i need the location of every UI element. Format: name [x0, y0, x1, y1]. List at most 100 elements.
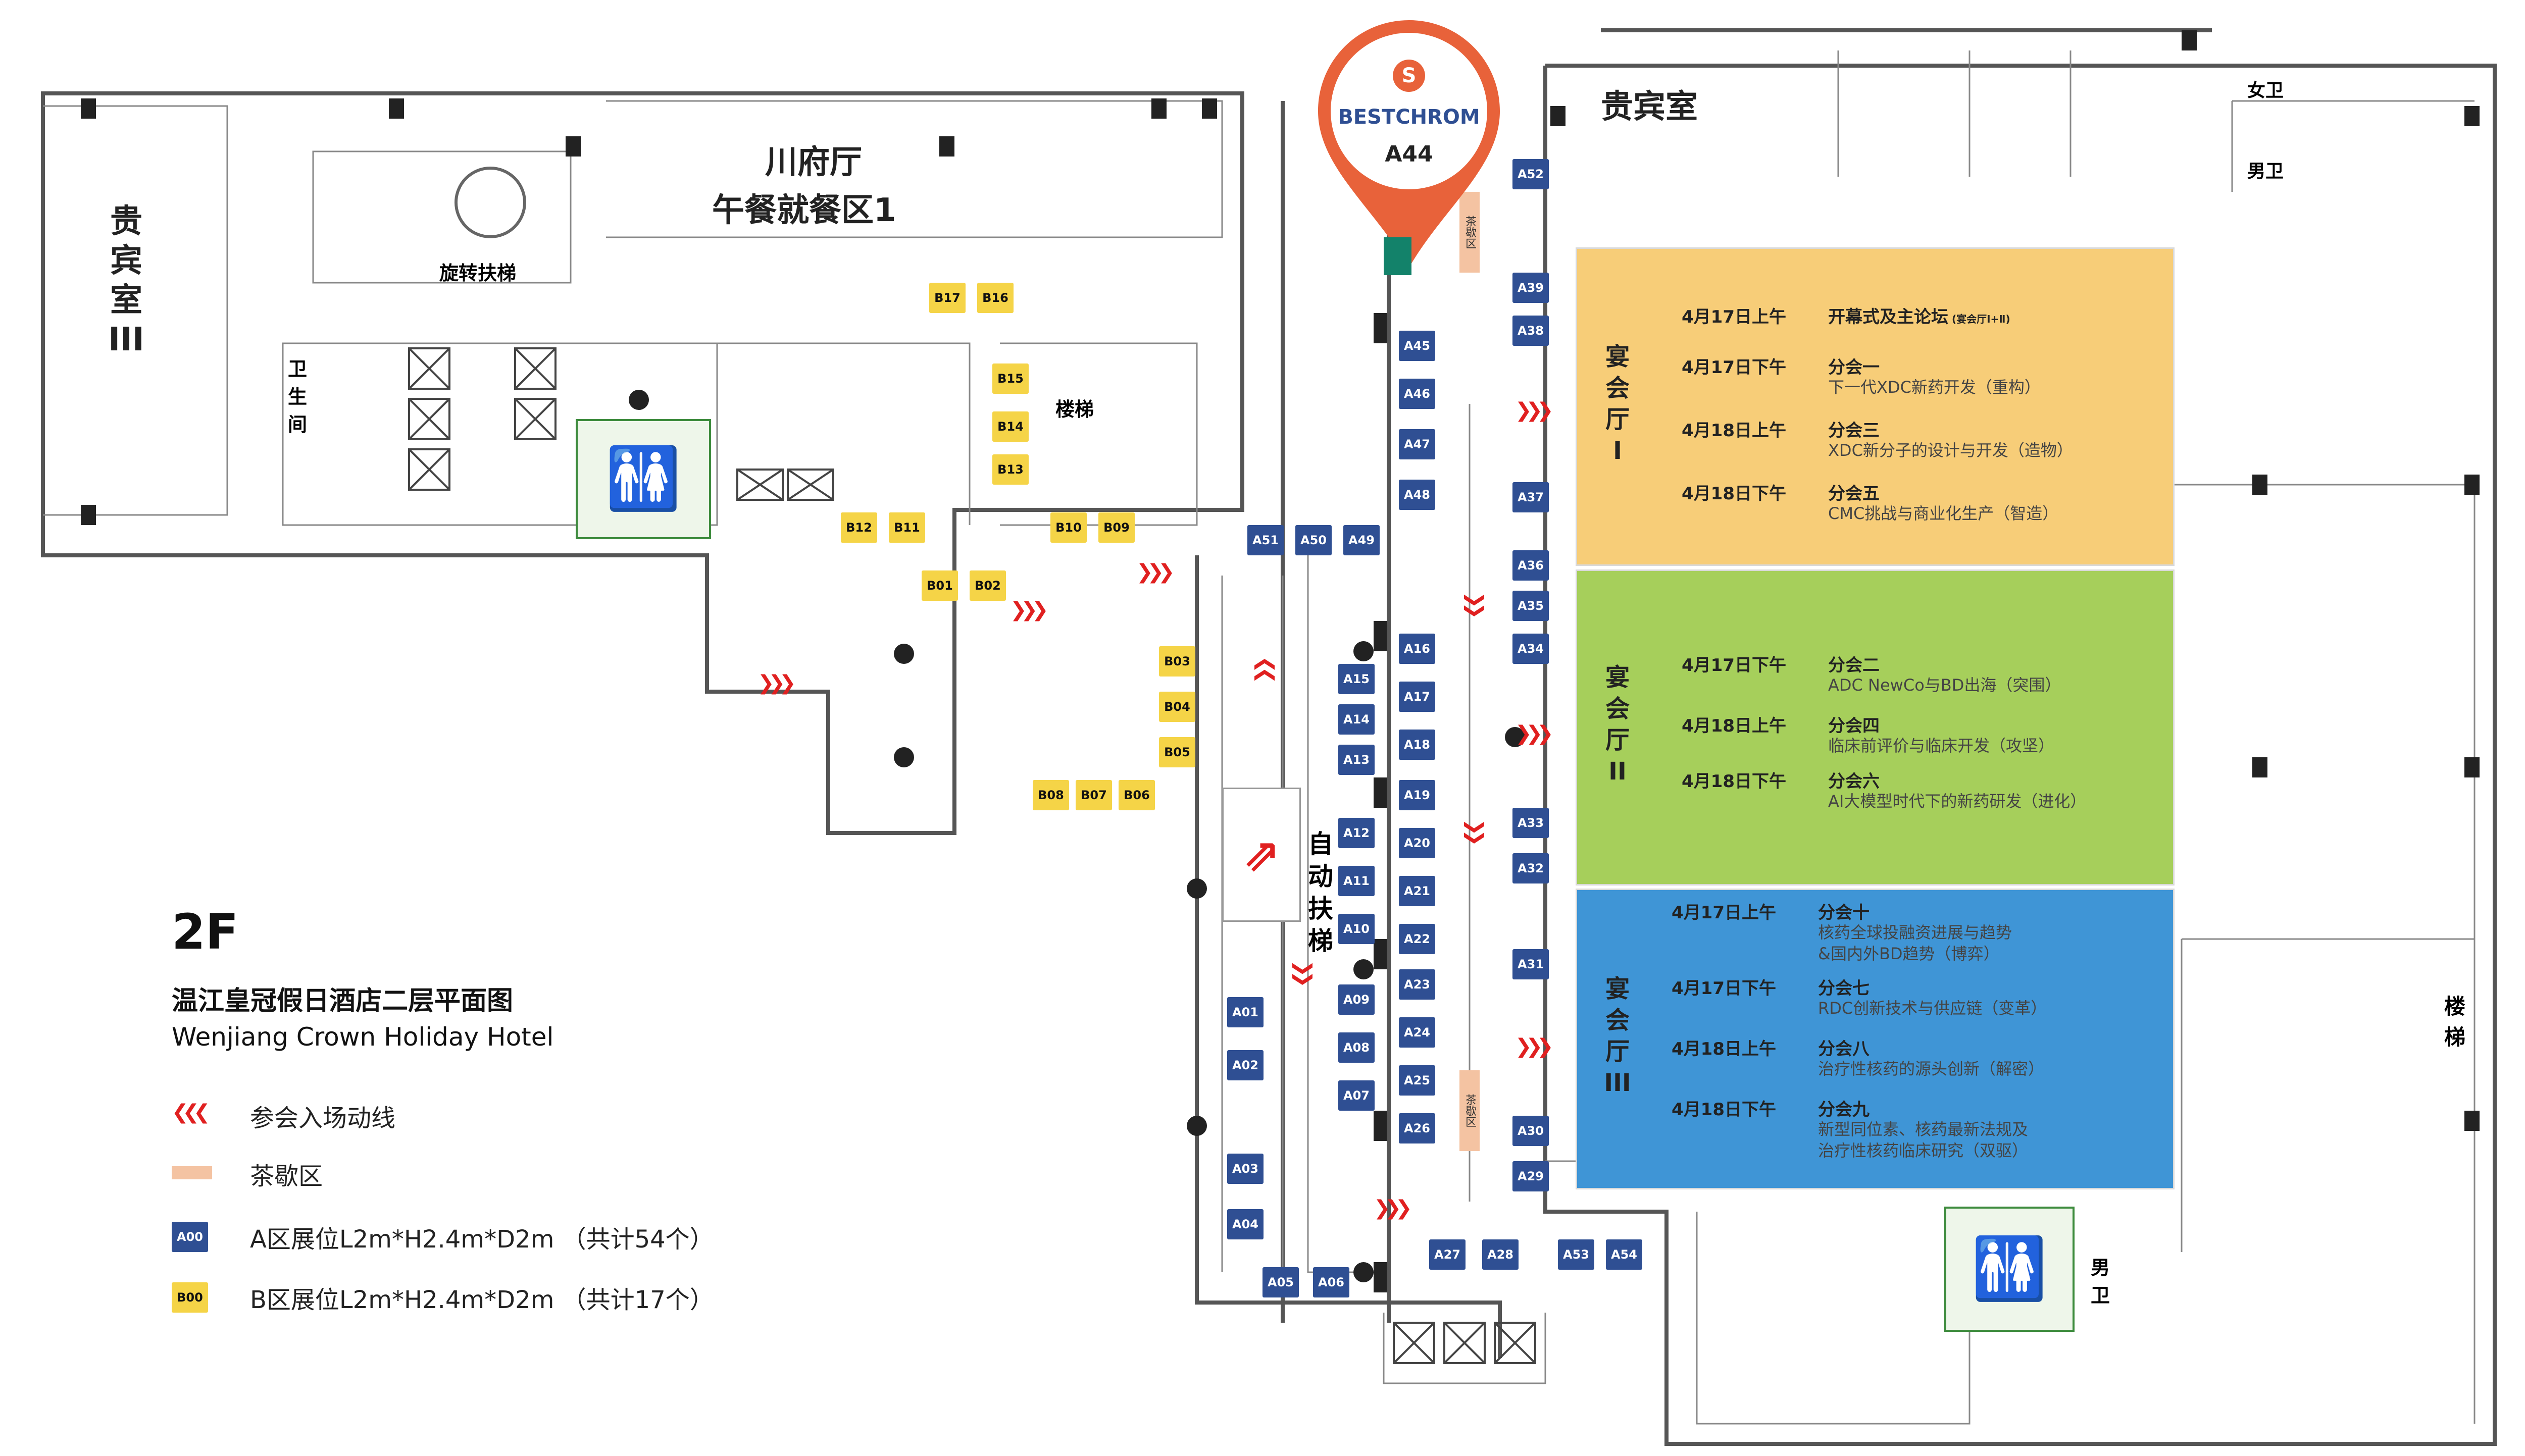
booth-a45[interactable]: A45 [1399, 331, 1435, 361]
tea-area-top: 茶歇区 [1459, 192, 1480, 273]
booth-a10[interactable]: A10 [1338, 914, 1375, 944]
booth-a34[interactable]: A34 [1512, 634, 1549, 664]
booth-a49[interactable]: A49 [1343, 525, 1380, 555]
booth-a54[interactable]: A54 [1606, 1239, 1642, 1270]
booth-b15[interactable]: B15 [992, 363, 1029, 394]
booth-b16[interactable]: B16 [977, 283, 1014, 313]
booth-b01[interactable]: B01 [922, 570, 958, 601]
booth-a24[interactable]: A24 [1399, 1017, 1435, 1048]
booth-a02[interactable]: A02 [1227, 1050, 1264, 1080]
booth-a23[interactable]: A23 [1399, 969, 1435, 1000]
booth-a01[interactable]: A01 [1227, 997, 1264, 1027]
booth-a51[interactable]: A51 [1247, 525, 1284, 555]
booth-a50[interactable]: A50 [1295, 525, 1332, 555]
floor-label: 2F [172, 904, 239, 960]
booth-a32[interactable]: A32 [1512, 853, 1549, 883]
booth-a21[interactable]: A21 [1399, 876, 1435, 906]
booth-b02[interactable]: B02 [970, 570, 1006, 601]
booth-b14[interactable]: B14 [992, 411, 1029, 442]
booth-a17[interactable]: A17 [1399, 682, 1435, 712]
booth-a47[interactable]: A47 [1399, 429, 1435, 459]
session-topic: RDC创新技术与供应链（变革） [1818, 999, 2047, 1018]
session-name[interactable]: 分会六 [1828, 771, 1880, 792]
session-name[interactable]: 分会一 [1828, 357, 1880, 378]
booth-a26[interactable]: A26 [1399, 1113, 1435, 1143]
vip-room-left: 贵宾室 III [106, 202, 146, 359]
session-name[interactable]: 分会八 [1818, 1039, 1870, 1059]
session-name[interactable]: 分会五 [1828, 484, 1880, 504]
booth-b08[interactable]: B08 [1033, 780, 1069, 810]
booth-a46[interactable]: A46 [1399, 379, 1435, 409]
booth-a27[interactable]: A27 [1429, 1239, 1466, 1270]
booth-a25[interactable]: A25 [1399, 1065, 1435, 1096]
booth-a14[interactable]: A14 [1338, 704, 1375, 735]
booth-b06[interactable]: B06 [1119, 780, 1155, 810]
booth-a39[interactable]: A39 [1512, 273, 1549, 303]
bestchrom-marker[interactable]: S BESTCHROM A44 [1313, 15, 1505, 278]
session-name[interactable]: 分会十 [1818, 903, 1870, 923]
booth-a11[interactable]: A11 [1338, 866, 1375, 896]
session-date: 4月17日上午 [1672, 903, 1776, 923]
booth-a31[interactable]: A31 [1512, 949, 1549, 979]
booth-b04[interactable]: B04 [1159, 692, 1195, 722]
booth-a12[interactable]: A12 [1338, 818, 1375, 848]
title-en: Wenjiang Crown Holiday Hotel [172, 1022, 554, 1052]
session-topic: 下一代XDC新药开发（重构） [1828, 378, 2041, 397]
session-name[interactable]: 开幕式及主论坛 (宴会厅Ⅰ+Ⅱ) [1828, 307, 2010, 327]
stairs-right-label: 楼梯 [2444, 994, 2466, 1050]
booth-b07[interactable]: B07 [1076, 780, 1112, 810]
escalator-icon: ⇗ [1222, 788, 1301, 922]
svg-text:S: S [1402, 64, 1417, 87]
booth-b05[interactable]: B05 [1159, 737, 1195, 767]
booth-a05[interactable]: A05 [1262, 1267, 1299, 1297]
booth-b12[interactable]: B12 [841, 512, 877, 543]
legend-tea-break: 茶歇区 [250, 1162, 323, 1190]
booth-a22[interactable]: A22 [1399, 924, 1435, 954]
booth-a30[interactable]: A30 [1512, 1116, 1549, 1146]
male-wc-bottom-label: 男卫 [2091, 1257, 2110, 1307]
entry-arrow: ❯❯❯ [1515, 399, 1553, 422]
female-wc-label: 女卫 [2247, 80, 2284, 101]
booth-a35[interactable]: A35 [1512, 591, 1549, 621]
booth-a16[interactable]: A16 [1399, 634, 1435, 664]
booth-a19[interactable]: A19 [1399, 780, 1435, 810]
booth-b13[interactable]: B13 [992, 454, 1029, 485]
booth-a36[interactable]: A36 [1512, 550, 1549, 581]
booth-b09[interactable]: B09 [1098, 512, 1135, 543]
booth-a33[interactable]: A33 [1512, 808, 1549, 838]
session-name[interactable]: 分会四 [1828, 716, 1880, 736]
booth-a38[interactable]: A38 [1512, 316, 1549, 346]
session-name[interactable]: 分会二 [1828, 655, 1880, 675]
booth-a08[interactable]: A08 [1338, 1032, 1375, 1063]
session-date: 4月17日下午 [1672, 978, 1776, 999]
booth-a04[interactable]: A04 [1227, 1209, 1264, 1239]
booth-a15[interactable]: A15 [1338, 664, 1375, 694]
booth-a53[interactable]: A53 [1558, 1239, 1594, 1270]
booth-a03[interactable]: A03 [1227, 1154, 1264, 1184]
legend-arrow-icon: ❮❮❮ [172, 1101, 210, 1124]
booth-b03[interactable]: B03 [1159, 646, 1195, 677]
booth-a52[interactable]: A52 [1512, 159, 1549, 189]
session-name[interactable]: 分会三 [1828, 421, 1880, 441]
booth-a28[interactable]: A28 [1482, 1239, 1519, 1270]
booth-a20[interactable]: A20 [1399, 828, 1435, 858]
booth-a29[interactable]: A29 [1512, 1161, 1549, 1191]
session-name[interactable]: 分会七 [1818, 978, 1870, 999]
session-topic: AI大模型时代下的新药研发（进化） [1828, 792, 2087, 811]
booth-a09[interactable]: A09 [1338, 984, 1375, 1015]
booth-a37[interactable]: A37 [1512, 482, 1549, 512]
booth-a13[interactable]: A13 [1338, 745, 1375, 775]
booth-a07[interactable]: A07 [1338, 1080, 1375, 1111]
session-name[interactable]: 分会九 [1818, 1100, 1870, 1120]
booth-a06[interactable]: A06 [1313, 1267, 1349, 1297]
booth-a18[interactable]: A18 [1399, 730, 1435, 760]
booth-b11[interactable]: B11 [889, 512, 925, 543]
booth-b17[interactable]: B17 [929, 283, 966, 313]
booth-b10[interactable]: B10 [1050, 512, 1087, 543]
booth-a48[interactable]: A48 [1399, 480, 1435, 510]
